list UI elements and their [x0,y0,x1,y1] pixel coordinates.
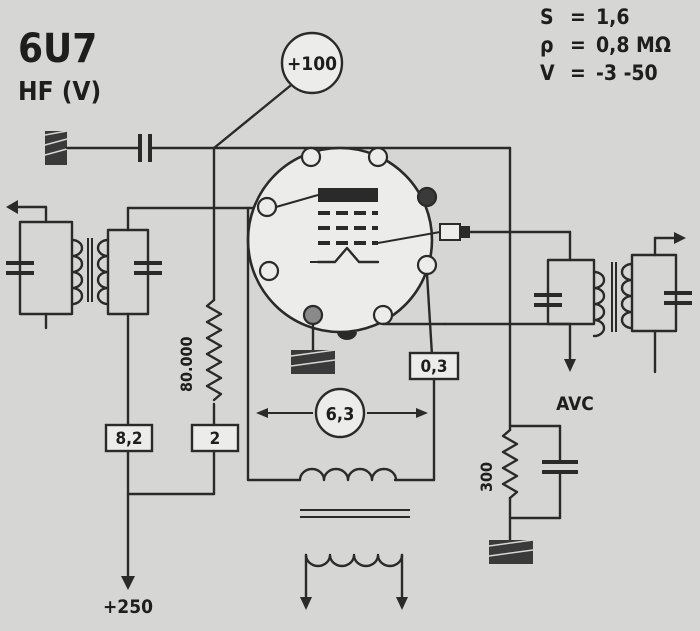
box-8-2: 8,2 [104,423,154,453]
tube-ground-icon [290,349,336,374]
box-8-2-label: 8,2 [115,429,142,449]
spec-eq-v: = [570,61,586,85]
spec-value-rho: 0,8 MΩ [596,33,671,57]
box-2: 2 [190,423,240,453]
resistor-80k-label: 80.000 [177,336,196,392]
tube-socket [246,146,441,340]
output-tuned-circuit [534,230,692,374]
input-tuned-circuit [6,200,264,427]
cathode-resistor-300 [501,428,519,542]
tube-function-label: HF (V) [18,77,101,107]
heater-transformer [246,467,436,610]
heater-voltage-label: 6,3 [314,387,366,439]
spec-block: S = 1,6 ρ = 0,8 MΩ V = -3 -50 [540,5,671,85]
spec-symbol-rho: ρ [540,33,554,57]
heater-voltage-text: 6,3 [326,404,355,425]
spec-value-v: -3 -50 [596,61,658,85]
spec-value-s: 1,6 [596,5,629,29]
cathode-bypass-capacitor [508,424,578,520]
heater-current-box: 0,3 [408,351,460,381]
box-2-label: 2 [210,429,221,449]
heater-current-label: 0,3 [420,357,447,377]
spec-symbol-s: S [540,5,554,29]
coupling-capacitor [138,134,152,162]
resistor-80k-icon [205,298,223,402]
avc-label: AVC [556,393,594,415]
cathode-ground-icon [488,539,534,564]
heater-right-wire [425,272,434,357]
resistor-300-label: 300 [477,462,496,492]
screen-voltage-label: +100 [280,31,344,95]
grid-cap [439,223,470,241]
supply-arrow-icon [121,576,135,590]
input-ground-hatch [44,130,68,165]
supply-voltage-label: +250 [103,596,153,618]
spec-eq-rho: = [570,33,586,57]
spec-symbol-v: V [540,61,555,85]
spec-eq-s: = [570,5,586,29]
tube-type-title: 6U7 [18,26,97,72]
screen-voltage-text: +100 [287,53,337,75]
screen-lead-wire [212,84,292,150]
